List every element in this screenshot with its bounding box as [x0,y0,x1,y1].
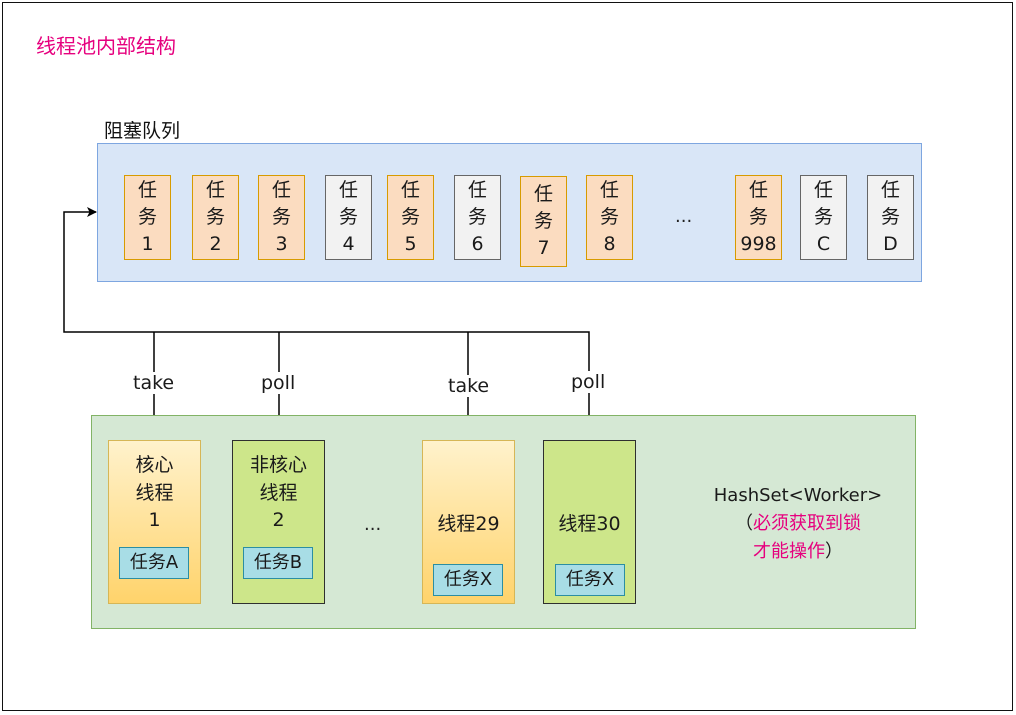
task-char-1: 任 [467,179,487,201]
queue-task-d: 任 务 D [867,175,914,260]
task-id: 6 [471,233,484,255]
task-char-1: 任 [748,179,768,201]
close-paren: ） [825,541,843,562]
task-char-2: 务 [137,206,157,228]
worker-hashset-note: HashSet<Worker> （必须获取到锁 才能操作） [703,482,893,566]
thread-name-line-1: 非核心 [249,454,307,476]
queue-ellipsis: ... [675,206,693,227]
task-id: 7 [537,237,550,259]
queue-task-c: 任 务 C [800,175,847,260]
running-task: 任务A [119,547,189,579]
task-id: 2 [209,233,222,255]
thread-core-1: 核心 线程 1 [108,440,201,604]
task-id: 998 [740,233,777,255]
queue-task-8: 任 务 8 [586,175,633,260]
edge-label-take: take [446,375,492,397]
task-char-2: 务 [400,206,420,228]
queue-task-6: 任 务 6 [454,175,501,260]
task-char-1: 任 [400,179,420,201]
thread-name-line-3: 1 [148,509,161,531]
thread-noncore-2: 非核心 线程 2 [232,440,325,604]
task-char-1: 任 [533,183,553,205]
task-char-2: 务 [813,206,833,228]
edge-label-poll: poll [569,371,608,393]
diagram-title: 线程池内部结构 [36,34,176,58]
hashset-type-label: HashSet<Worker> [713,485,883,506]
hashset-lock-note-line-2: 才能操作） [703,538,893,566]
thread-name: 线程30 [558,513,621,535]
task-char-2: 务 [880,206,900,228]
running-task: 任务B [243,547,313,579]
queue-task-5: 任 务 5 [387,175,434,260]
edge-label-poll: poll [259,372,298,394]
thread-name-line-1: 核心 [135,454,174,476]
task-char-2: 务 [533,210,553,232]
task-id: 4 [342,233,355,255]
thread-name-line-2: 线程 [135,482,174,504]
task-id: 3 [275,233,288,255]
queue-task-4: 任 务 4 [325,175,372,260]
open-paren: （ [735,513,753,534]
edge-label-take: take [131,372,177,394]
queue-task-1: 任 务 1 [124,175,171,260]
task-id: D [883,233,898,255]
thread-name: 线程29 [437,513,500,535]
hashset-lock-note-line-1: （必须获取到锁 [703,510,893,538]
task-char-2: 务 [271,206,291,228]
thread-name-line-2: 线程 [259,482,298,504]
running-task: 任务X [433,564,503,596]
task-char-1: 任 [271,179,291,201]
task-id: 1 [141,233,154,255]
queue-task-3: 任 务 3 [258,175,305,260]
task-char-1: 任 [813,179,833,201]
pool-ellipsis: ... [364,514,382,535]
task-char-1: 任 [599,179,619,201]
task-char-1: 任 [880,179,900,201]
blocking-queue-label: 阻塞队列 [104,120,181,142]
task-char-2: 务 [338,206,358,228]
task-id: C [816,233,831,255]
task-char-2: 务 [748,206,768,228]
task-char-1: 任 [338,179,358,201]
task-char-1: 任 [205,179,225,201]
thread-name-line-3: 2 [272,509,285,531]
connector-bus [63,207,590,441]
queue-task-7: 任 务 7 [520,176,567,267]
queue-task-998: 任 务 998 [735,175,782,260]
running-task: 任务X [555,564,625,596]
task-char-2: 务 [599,206,619,228]
task-char-1: 任 [137,179,157,201]
task-char-2: 务 [467,206,487,228]
lock-requirement-text: 必须获取到锁 [753,513,861,534]
task-id: 8 [603,233,616,255]
task-char-2: 务 [205,206,225,228]
task-id: 5 [404,233,417,255]
operation-text: 才能操作 [753,541,825,562]
queue-task-2: 任 务 2 [192,175,239,260]
